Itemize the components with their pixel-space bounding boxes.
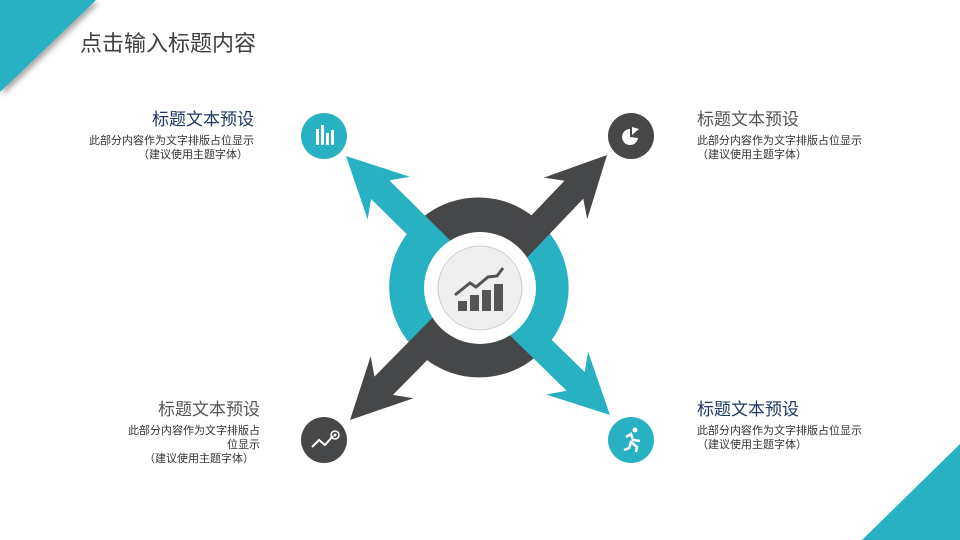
item-note: （建议使用主题字体） <box>138 148 248 161</box>
item-body: 此部分内容作为文字排版占位显示 <box>697 134 862 147</box>
item-top-left: 标题文本预设 此部分内容作为文字排版占位显示 （建议使用主题字体） <box>82 109 254 162</box>
page-title[interactable]: 点击输入标题内容 <box>80 32 257 57</box>
item-bottom-left: 标题文本预设 此部分内容作为文字排版占位显示 （建议使用主题字体） <box>124 399 260 466</box>
item-title: 标题文本预设 <box>697 110 799 130</box>
chart-growth-icon <box>454 267 505 311</box>
center-circle <box>437 245 523 331</box>
running-person-icon[interactable] <box>608 417 654 463</box>
item-title: 标题文本预设 <box>697 400 799 420</box>
item-title: 标题文本预设 <box>152 110 254 130</box>
item-title: 标题文本预设 <box>158 400 260 420</box>
item-note: （建议使用主题字体） <box>697 148 807 161</box>
item-note: （建议使用主题字体） <box>697 438 807 451</box>
corner-decoration-bottom-right <box>862 444 960 540</box>
item-bottom-right: 标题文本预设 此部分内容作为文字排版占位显示 （建议使用主题字体） <box>697 399 887 452</box>
trend-target-icon[interactable] <box>301 417 347 463</box>
item-top-right: 标题文本预设 此部分内容作为文字排版占位显示 （建议使用主题字体） <box>697 109 887 162</box>
bar-chart-icon[interactable] <box>301 113 347 159</box>
item-body: 此部分内容作为文字排版占位显示 <box>89 134 254 147</box>
item-body: 此部分内容作为文字排版占位显示 <box>128 424 260 451</box>
corner-decoration-top-left <box>0 0 96 92</box>
item-body: 此部分内容作为文字排版占位显示 <box>697 424 862 437</box>
item-note: （建议使用主题字体） <box>144 452 254 465</box>
pie-chart-icon[interactable] <box>608 113 654 159</box>
